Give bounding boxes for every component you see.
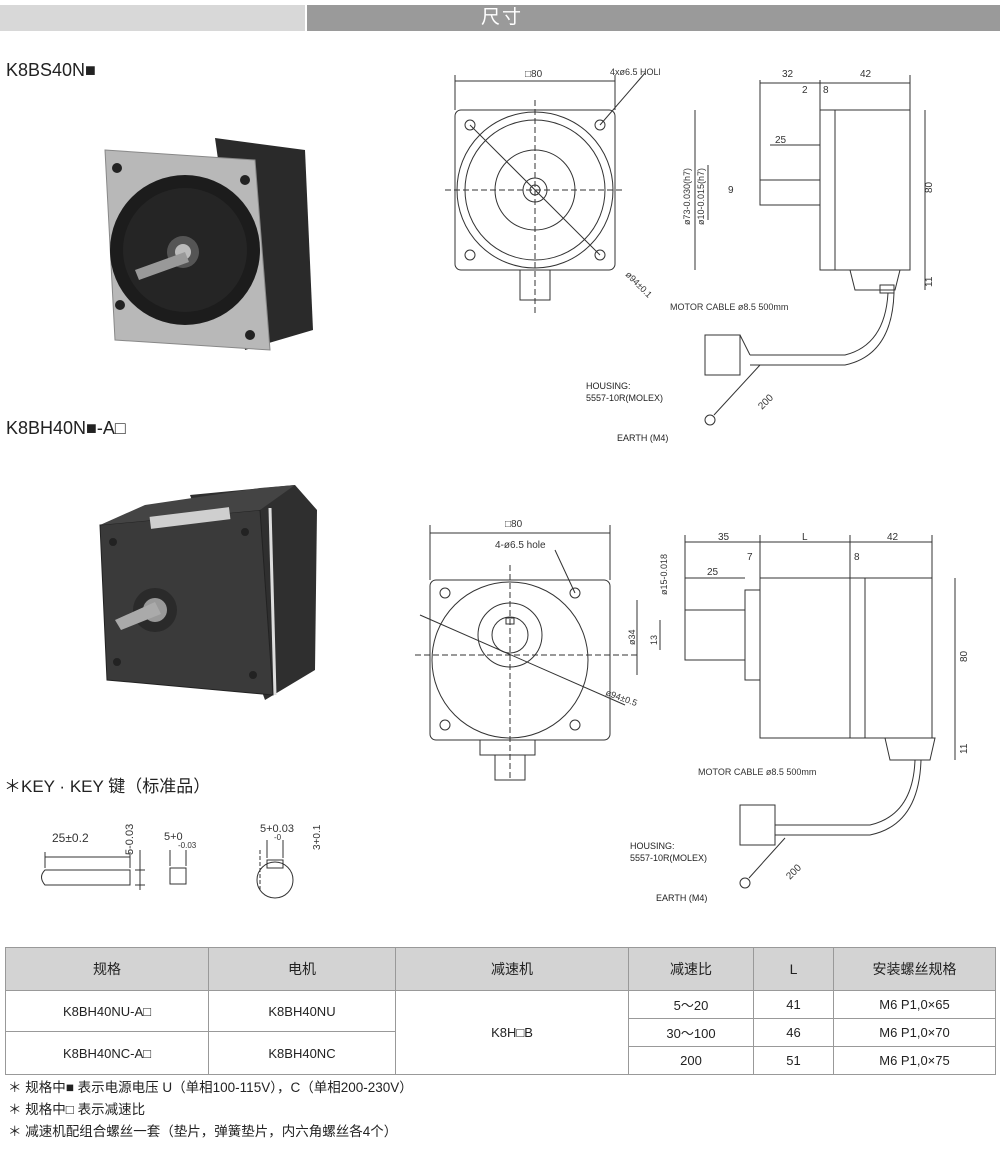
drawing2-d80: 80 [959, 650, 970, 662]
drawing2-d15: ø15-0.018 [659, 554, 669, 595]
drawing2-d11: 11 [959, 743, 970, 754]
drawing1-housing-line2: 5557-10R(MOLEX) [586, 393, 664, 403]
th-gearbox: 减速机 [395, 947, 629, 991]
cell-screw: M6 P1,0×65 [833, 990, 996, 1019]
cell-motor: K8BH40NU [208, 990, 396, 1032]
drawing1-hole-label: 4xø6.5 HOLE [610, 67, 660, 77]
cell-ratio: 30～100 [628, 1018, 754, 1047]
th-motor: 电机 [208, 947, 396, 991]
drawing1-d42: 42 [860, 69, 872, 80]
drawing2-cable: MOTOR CABLE ø8.5 500mm [698, 767, 816, 777]
cell-ratio: 5～20 [628, 990, 754, 1019]
drawing2-d200: 200 [784, 862, 804, 882]
drawing1-d11: 11 [924, 276, 935, 287]
drawing2-hole-label: 4-ø6.5 hole [495, 540, 546, 551]
key-d3-sub: -0.03 [178, 841, 197, 850]
drawing1-d8: 8 [823, 85, 829, 96]
header-bar-right [307, 5, 1000, 31]
drawing1-side-view: 32 42 2 8 25 80 9 11 ø73-0.030(h7) ø10-0… [670, 69, 935, 426]
cell-spec: K8BH40NC-A□ [5, 1031, 209, 1075]
drawing2-d34: ø34 [627, 629, 637, 645]
key-d1: 25±0.2 [52, 831, 89, 845]
th-spec: 规格 [5, 947, 209, 991]
drawing2-d7: 7 [747, 552, 753, 563]
drawing2-side-view: 35 L 42 7 8 25 ø34 13 ø15-0.018 80 11 MO… [627, 532, 970, 889]
drawing1-housing-line1: HOUSING: [586, 381, 631, 391]
drawing1-d32: 32 [782, 69, 794, 80]
drawing1-phi10: ø10-0.015(h7) [696, 168, 706, 225]
drawing1-d25: 25 [775, 135, 787, 146]
cell-spec: K8BH40NU-A□ [5, 990, 209, 1032]
drawing2-housing-line2: 5557-10R(MOLEX) [630, 853, 708, 863]
drawing1-phi94: ø94±0.1 [624, 269, 654, 299]
drawing2-earth: EARTH (M4) [656, 893, 708, 903]
drawing1-front-view: □80 4xø6.5 HOLE ø94±0.1 [445, 67, 660, 315]
th-screw: 安装螺丝规格 [833, 947, 996, 991]
drawing1-d80: 80 [924, 181, 935, 193]
key-d3: 5+0 [164, 831, 183, 843]
drawing1-earth: EARTH (M4) [617, 433, 669, 443]
drawing1-housing: HOUSING: 5557-10R(MOLEX) [586, 380, 663, 404]
table-row: K8BH40NC-A□ K8BH40NC [5, 1031, 996, 1075]
key-section-title: ＊KEY · KEY 键（标准品） [4, 777, 211, 796]
note-item: ＊ 规格中□ 表示减速比 [8, 1102, 146, 1117]
model-label-top: K8BS40N■ [6, 60, 96, 80]
drawing2-dL: L [802, 532, 808, 543]
key-d4: 5+0.03 [260, 823, 294, 835]
header-bar-left [0, 5, 305, 31]
drawing2-d25: 25 [707, 567, 719, 578]
key-d2: 5-0.03 [124, 824, 136, 855]
page-title: 尺寸 [480, 7, 523, 28]
drawing2-sq-label: □80 [505, 519, 523, 530]
cell-ratio: 200 [628, 1046, 754, 1075]
drawing1-cable: MOTOR CABLE ø8.5 500mm [670, 302, 788, 312]
notes: ＊ 规格中■ 表示电源电压 U（单相100-115V），C（单相200-230V… [8, 1077, 413, 1143]
cell-gearbox: K8H□B [395, 990, 629, 1075]
cell-L: 46 [753, 1018, 834, 1047]
key-d5: 3+0.1 [312, 824, 323, 850]
cell-screw: M6 P1,0×70 [833, 1018, 996, 1047]
drawing2-housing-line1: HOUSING: [630, 841, 675, 851]
cell-screw: M6 P1,0×75 [833, 1046, 996, 1075]
th-L: L [753, 947, 834, 991]
drawing2-d8: 8 [854, 552, 860, 563]
cell-L: 51 [753, 1046, 834, 1075]
drawing2-d13: 13 [649, 635, 659, 645]
spec-table: 规格 电机 减速机 减速比 L 安装螺丝规格 K8BH40NU-A□ K8BH4… [5, 947, 996, 1075]
drawing1-d200: 200 [756, 392, 776, 412]
cell-L: 41 [753, 990, 834, 1019]
drawing1-d9: 9 [728, 185, 734, 196]
drawing2-front-view: □80 4-ø6.5 hole ø94±0.5 [415, 519, 640, 781]
drawing2-housing: HOUSING: 5557-10R(MOLEX) [630, 840, 707, 864]
table-row: K8BH40NU-A□ K8BH40NU K8H□B 5～20 41 M6 P1… [5, 990, 996, 1075]
drawing1-phi73: ø73-0.030(h7) [682, 168, 692, 225]
motor-photo-k8bh40n [99, 485, 317, 700]
cell-motor: K8BH40NC [208, 1031, 396, 1075]
drawing2-d35: 35 [718, 532, 730, 543]
note-item: ＊ 减速机配组合螺丝一套（垫片，弹簧垫片，内六角螺丝各4个） [8, 1124, 398, 1139]
drawing1-sq-label: □80 [525, 69, 543, 80]
th-ratio: 减速比 [628, 947, 754, 991]
drawing2-d42: 42 [887, 532, 899, 543]
key-drawings: 25±0.2 5-0.03 5+0 -0.03 5+0.03 -0 3+0.1 [41, 823, 323, 899]
motor-photo-k8bs40n [104, 138, 313, 351]
note-item: ＊ 规格中■ 表示电源电压 U（单相100-115V），C（单相200-230V… [8, 1080, 413, 1095]
table-row: 200 51 M6 P1,0×75 [6, 1046, 996, 1075]
model-label-bottom: K8BH40N■-A□ [6, 418, 126, 438]
drawing1-d2: 2 [802, 85, 808, 96]
key-d4-sub: -0 [274, 833, 282, 842]
